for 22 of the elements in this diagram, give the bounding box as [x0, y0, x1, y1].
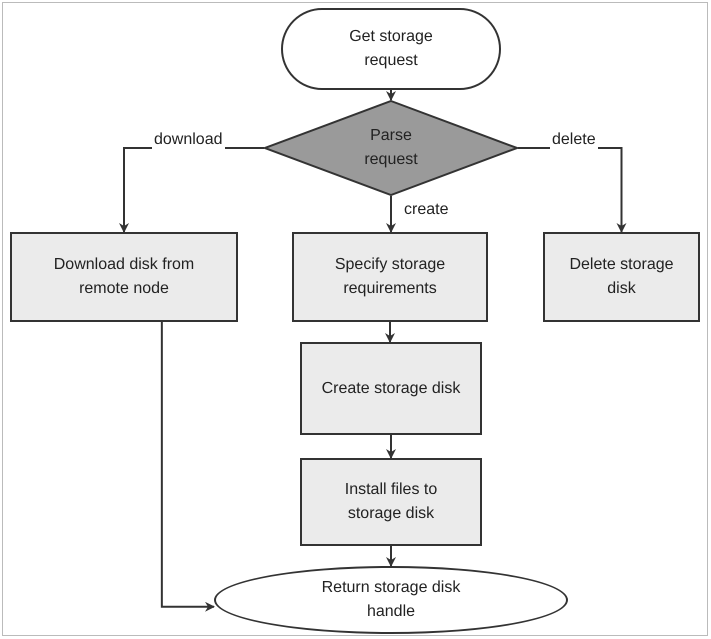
node-label: Get storage request: [348, 27, 434, 71]
arrow: [386, 196, 396, 233]
node-label: Parse request: [363, 126, 419, 170]
process-box: [543, 232, 700, 322]
process-box: [300, 342, 482, 435]
process-box: [292, 232, 488, 322]
process-box: [10, 232, 238, 322]
arrow: [160, 322, 215, 612]
edge-label: delete: [550, 130, 598, 150]
process-box: [300, 458, 482, 546]
decision-diamond: [264, 100, 518, 196]
edge-label: download: [152, 130, 224, 150]
node-label: Download disk from remote node: [52, 255, 196, 299]
node-label: Specify storage requirements: [334, 255, 446, 299]
arrow: [386, 435, 396, 459]
arrow: [386, 90, 396, 101]
node-label: Create storage disk: [322, 378, 460, 398]
node-label: Return storage disk handle: [320, 578, 462, 622]
node-label: Install files to storage disk: [344, 480, 438, 524]
arrow: [386, 546, 396, 567]
node-label: Delete storage disk: [568, 255, 675, 299]
arrow: [385, 322, 395, 343]
